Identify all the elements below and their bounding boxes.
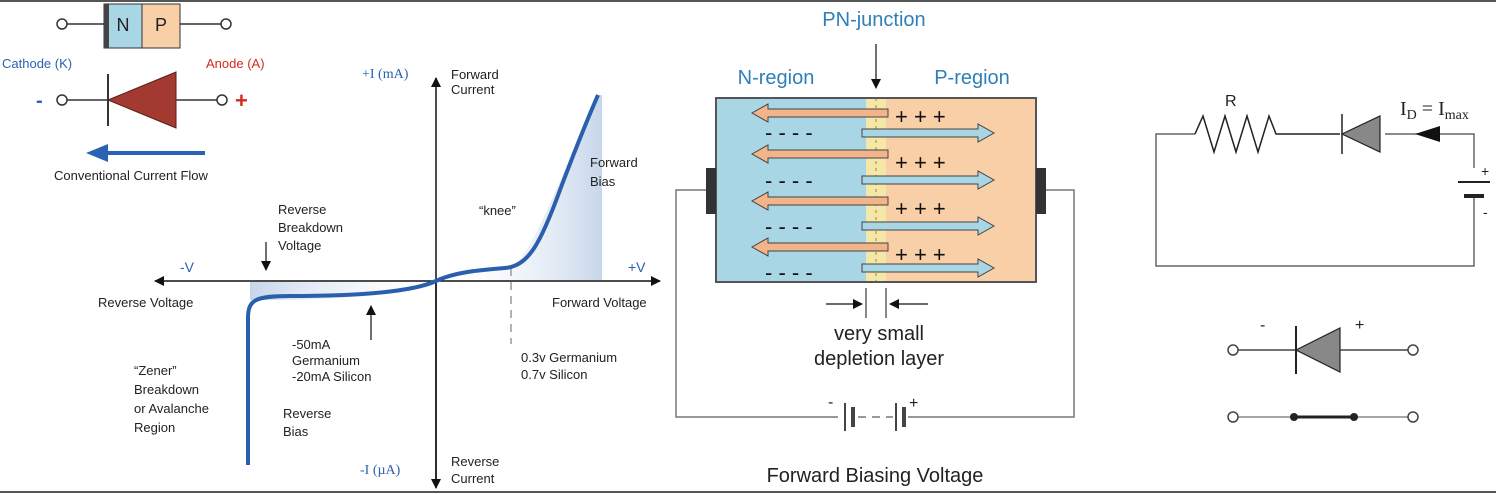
electron-flow-arrows: [861, 123, 996, 278]
right-electrode: [1036, 168, 1046, 214]
battery-plus-label: +: [909, 395, 918, 412]
charge-carriers: - - - - - - - - - - - - - - - - + + + + …: [765, 104, 946, 285]
left-wire: [675, 189, 838, 418]
circuit-battery-minus: -: [1483, 204, 1488, 220]
circuit-battery: [1458, 181, 1490, 198]
diode-package: N P: [56, 3, 232, 49]
switch-minus-label: -: [1260, 317, 1265, 334]
iv-curve-line: [246, 94, 600, 465]
p-block: [141, 3, 181, 49]
svg-text:+ + +: + + +: [895, 196, 946, 221]
iv-chart: [154, 77, 661, 489]
svg-text:+ + +: + + +: [895, 150, 946, 175]
current-label: ID = Imax: [1400, 98, 1469, 123]
n-label: N: [117, 15, 130, 35]
left-electrode: [706, 168, 716, 214]
biased-diode-circuit: [1155, 113, 1475, 267]
svg-text:- - - -: - - - -: [765, 168, 813, 193]
hole-flow-arrows: [750, 103, 889, 257]
n-block: [103, 3, 143, 49]
closed-switch-symbol: [1227, 411, 1419, 423]
pn-junction-title: PN-junction: [822, 9, 925, 31]
switch-plus-label: +: [1355, 317, 1364, 334]
svg-text:- - - -: - - - -: [765, 120, 813, 145]
resistor-label: R: [1225, 93, 1237, 110]
n-region-label: N-region: [738, 67, 815, 89]
svg-text:+ + +: + + +: [895, 242, 946, 267]
x-neg-axis-label: -V: [180, 259, 195, 275]
svg-text:- - - -: - - - -: [765, 214, 813, 239]
diode-schematic-symbol: [56, 71, 228, 129]
switch-diode-symbol: [1227, 326, 1419, 374]
x-pos-axis-label: +V: [628, 259, 646, 275]
reverse-voltage-label: Reverse Voltage: [98, 295, 193, 310]
right-wire: [908, 189, 1075, 418]
knee-label: “knee”: [479, 203, 516, 218]
cathode-minus-sign: -: [36, 90, 43, 112]
circuit-current-arrow: [1415, 126, 1440, 142]
conventional-flow-label: Conventional Current Flow: [54, 168, 209, 183]
cathode-band: [104, 4, 109, 48]
p-label: P: [155, 15, 167, 35]
anode-label: Anode (A): [206, 56, 265, 71]
forward-biasing-voltage-label: Forward Biasing Voltage: [767, 465, 984, 487]
anode-plus-sign: +: [235, 88, 248, 113]
svg-text:+ + +: + + +: [895, 104, 946, 129]
y-neg-axis-label: -I (µA): [360, 463, 401, 478]
circuit-battery-plus: +: [1481, 163, 1489, 179]
circuit-diode-symbol: [1340, 114, 1381, 154]
forward-bias-shading: [436, 95, 602, 280]
forward-voltage-label: Forward Voltage: [552, 295, 647, 310]
conventional-flow-arrow: [86, 144, 205, 162]
y-pos-axis-label: +I (mA): [362, 67, 409, 82]
svg-text:- - - -: - - - -: [765, 260, 813, 285]
cathode-label: Cathode (K): [2, 56, 72, 71]
battery-minus-label: -: [828, 394, 833, 411]
p-region-label: P-region: [934, 67, 1010, 89]
